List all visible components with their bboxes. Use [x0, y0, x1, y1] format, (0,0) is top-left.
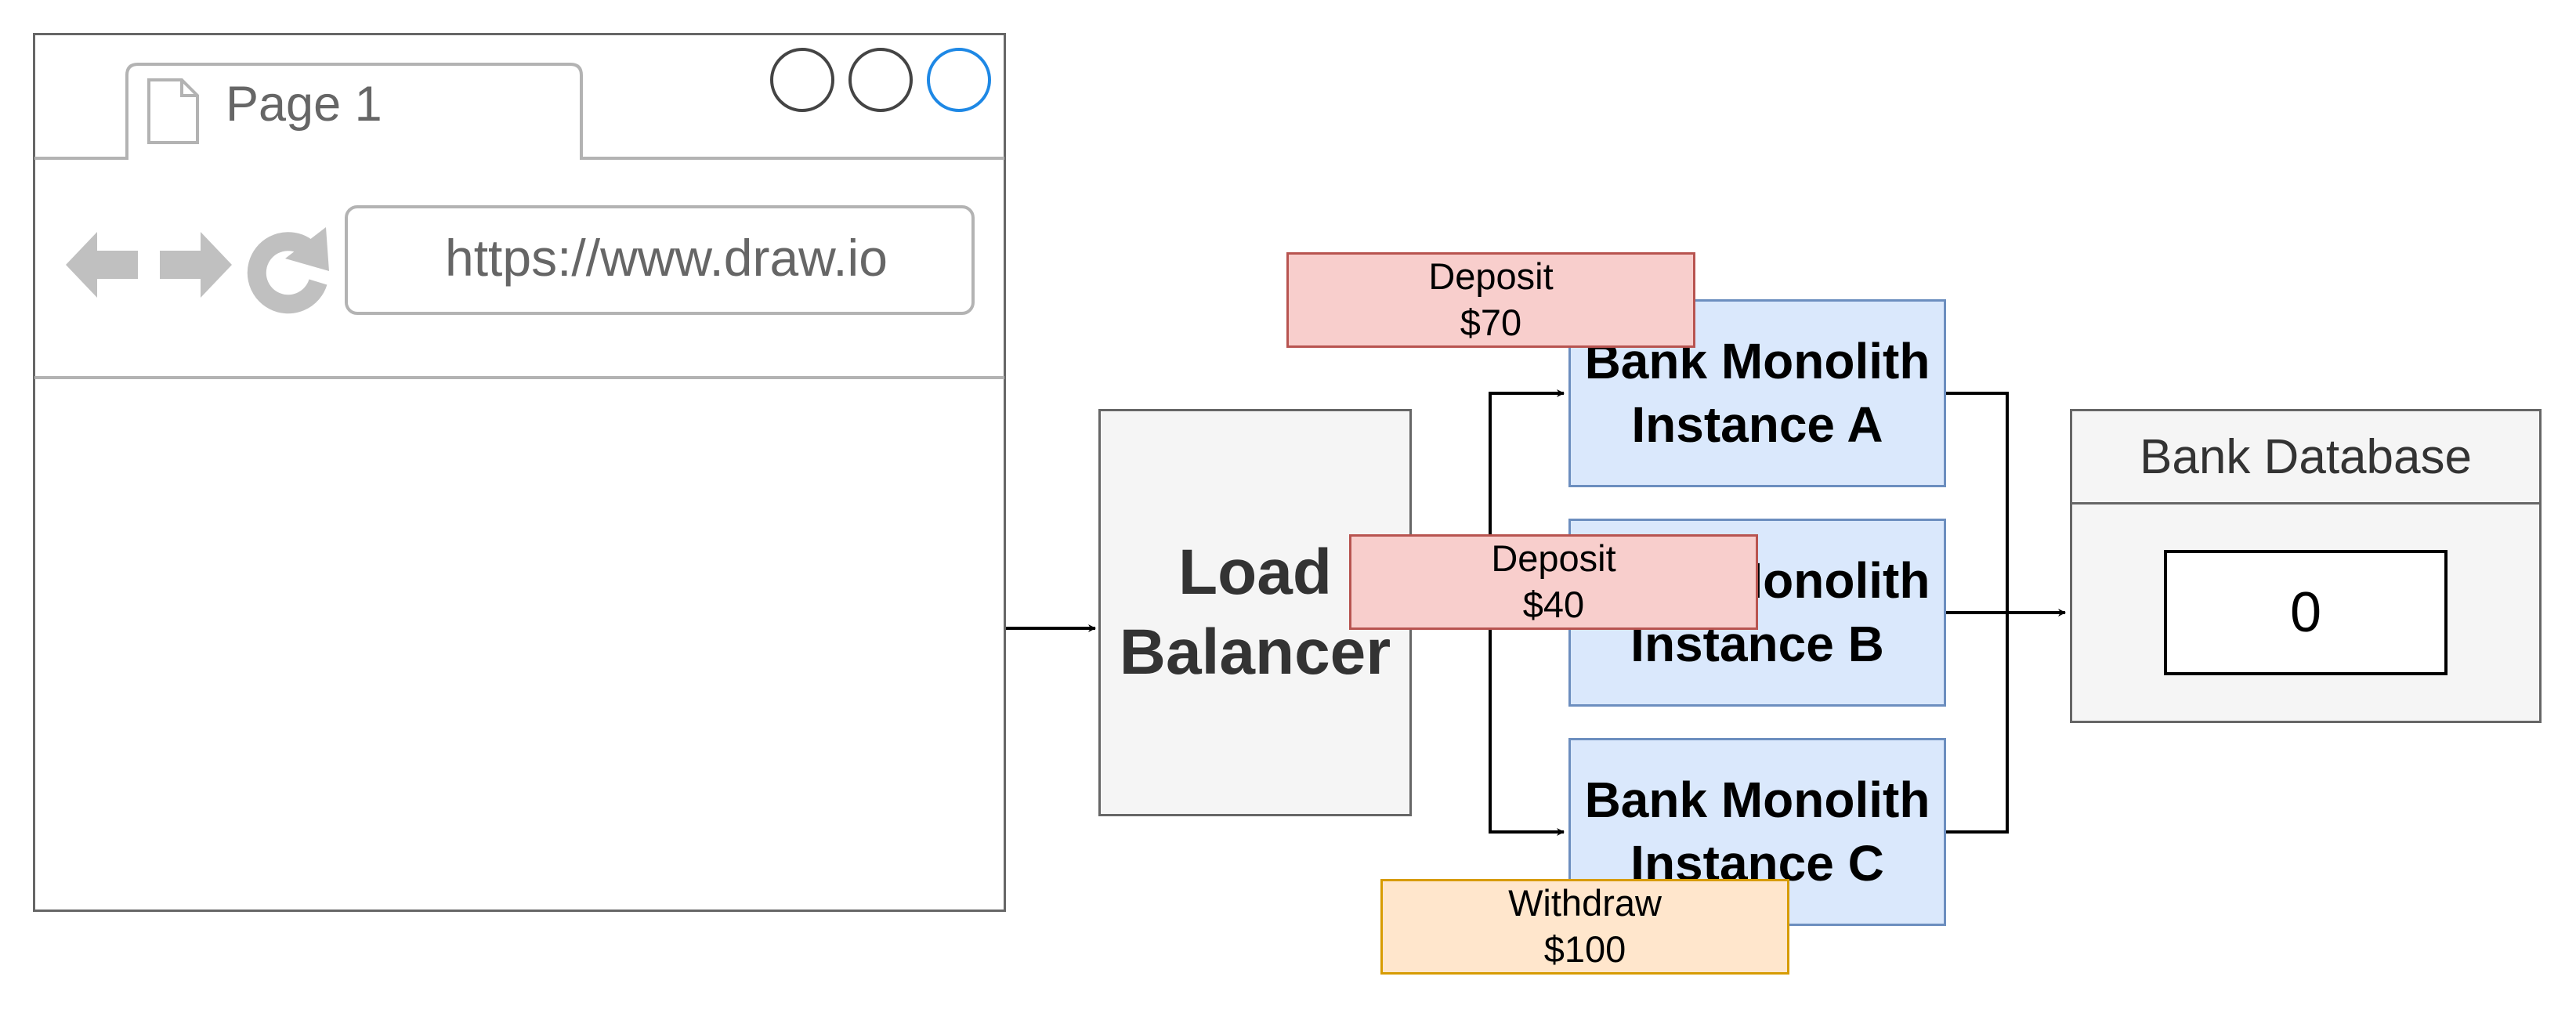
tab-outline — [34, 63, 1004, 160]
operation-c-type: Withdraw — [1508, 882, 1662, 924]
operation-withdraw-100: Withdraw $100 — [1380, 879, 1789, 975]
forward-arrow-icon — [160, 232, 232, 298]
load-balancer: Load Balancer — [1098, 409, 1412, 816]
reload-icon — [247, 227, 329, 314]
load-balancer-label-line-1: Load — [1178, 536, 1332, 608]
window-button-close — [927, 48, 991, 112]
instance-c-label-line-1: Bank Monolith — [1584, 772, 1930, 829]
browser-window — [33, 33, 1006, 912]
operation-deposit-70: Deposit $70 — [1286, 252, 1695, 348]
operation-deposit-40: Deposit $40 — [1349, 534, 1758, 630]
operation-b-type: Deposit — [1491, 537, 1616, 580]
window-button-minimize — [770, 48, 834, 112]
tab-label: Page 1 — [226, 77, 382, 132]
database-header: Bank Database — [2070, 409, 2542, 504]
instance-a-label-line-2: Instance A — [1631, 396, 1883, 453]
window-button-maximize — [848, 48, 913, 112]
url-text: https://www.draw.io — [445, 229, 888, 287]
url-bar — [345, 205, 975, 315]
operation-a-amount: $70 — [1460, 302, 1522, 343]
operation-a-type: Deposit — [1428, 255, 1554, 298]
database-balance: 0 — [2164, 550, 2448, 675]
back-arrow-icon — [66, 232, 138, 298]
tab-page-icon — [147, 78, 199, 144]
operation-c-amount: $100 — [1543, 928, 1626, 970]
load-balancer-label-line-2: Balancer — [1119, 617, 1391, 688]
database-balance-value: 0 — [2289, 581, 2322, 644]
database-title: Bank Database — [2140, 429, 2472, 484]
operation-b-amount: $40 — [1522, 584, 1585, 625]
